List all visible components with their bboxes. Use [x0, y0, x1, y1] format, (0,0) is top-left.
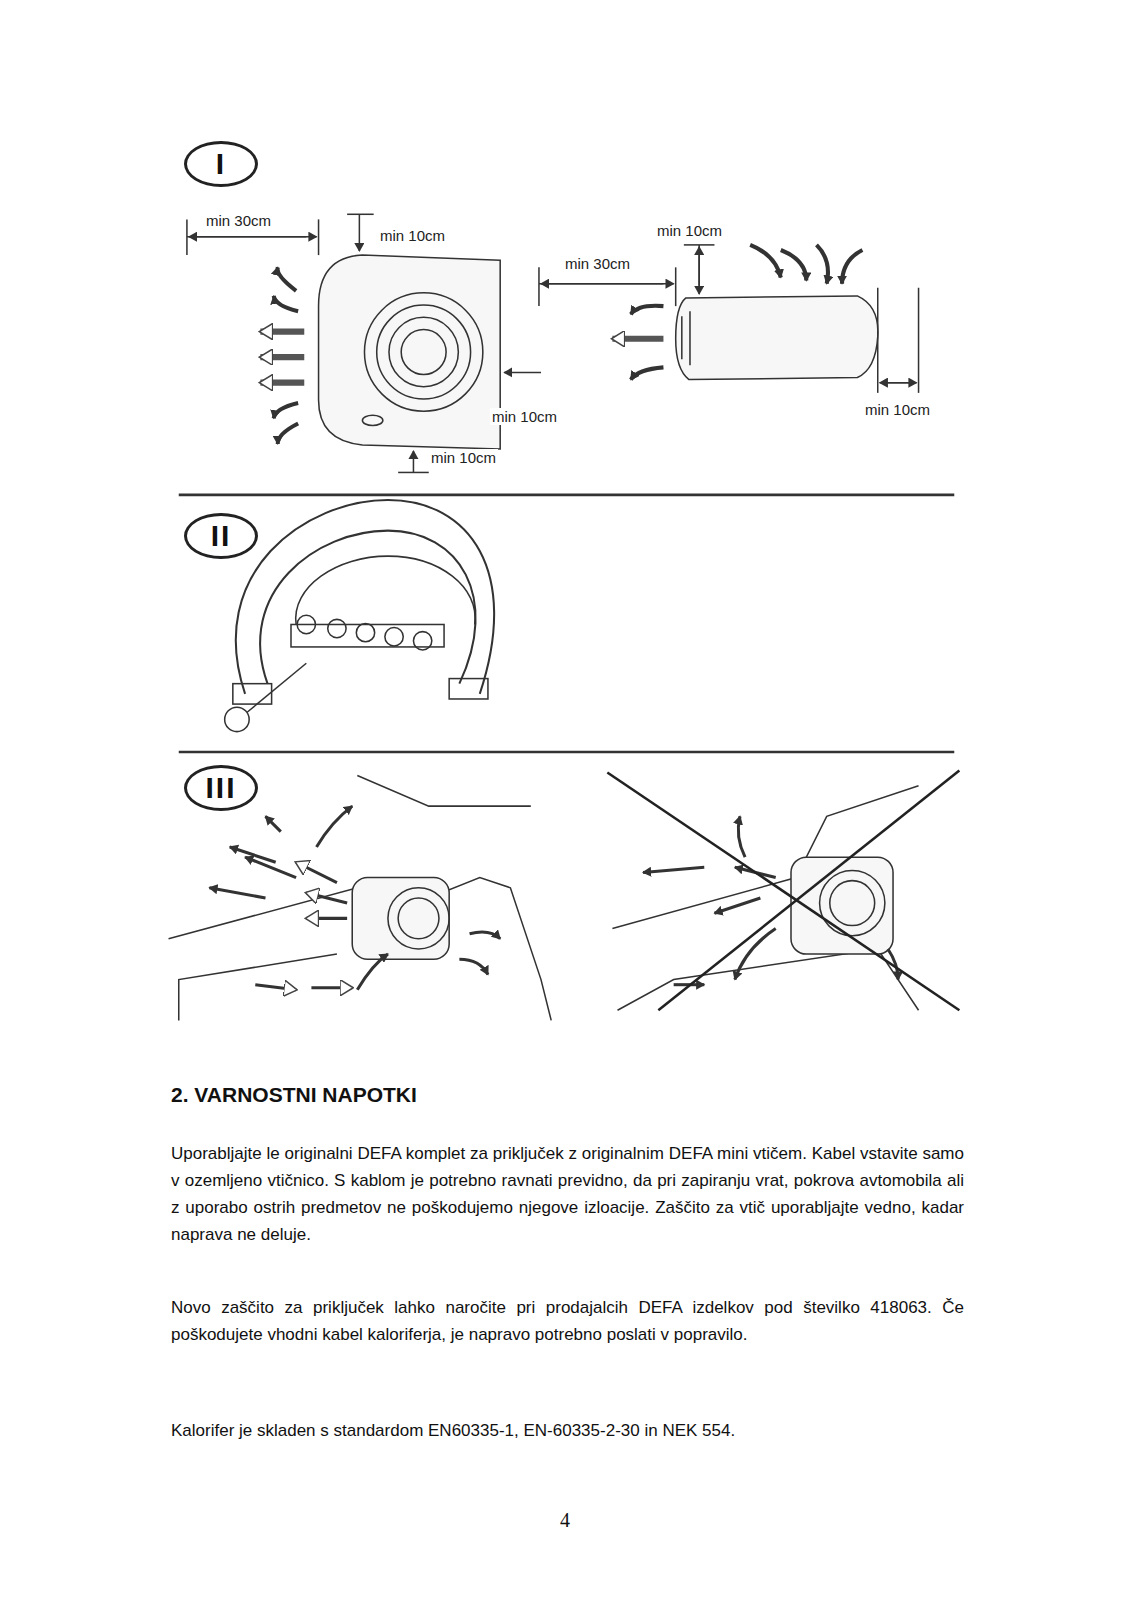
dimension-label: min 10cm — [863, 401, 932, 418]
section-heading: 2. VARNOSTNI NAPOTKI — [171, 1083, 417, 1107]
dimension-label: min 10cm — [429, 449, 498, 466]
roman-numeral: I — [216, 147, 226, 181]
dimension-label: min 30cm — [204, 212, 273, 229]
figure-number: I — [184, 141, 258, 187]
figure-number: III — [184, 765, 258, 811]
dimension-label: min 10cm — [490, 408, 559, 425]
roman-numeral: II — [211, 519, 232, 553]
compliance-note: Kalorifer je skladen s standardom EN6033… — [171, 1417, 964, 1444]
dimension-label: min 10cm — [378, 227, 447, 244]
safety-paragraph: Uporabljajte le originalni DEFA komplet … — [171, 1140, 964, 1248]
dimension-label: min 10cm — [655, 222, 724, 239]
dimension-label: min 30cm — [563, 255, 632, 272]
safety-paragraph: Novo zaščito za priključek lahko naročit… — [171, 1294, 964, 1348]
roman-numeral: III — [205, 771, 236, 805]
figure-number: II — [184, 513, 258, 559]
page-number: 4 — [560, 1509, 570, 1532]
